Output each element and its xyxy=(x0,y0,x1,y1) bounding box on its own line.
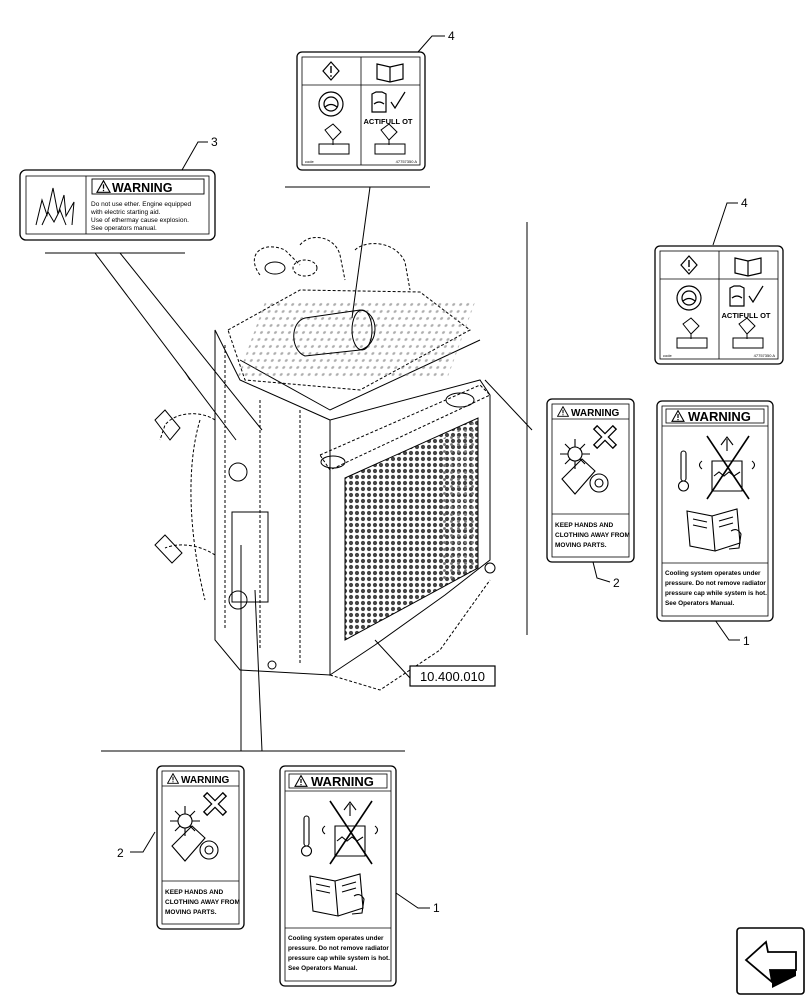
fan-line-3: MOVING PARTS. xyxy=(555,542,607,549)
fan-line-3: MOVING PARTS. xyxy=(165,909,217,916)
warning-diamond-icon xyxy=(680,255,698,275)
coolant-right-line-2: pressure. Do not remove radiator xyxy=(665,580,766,587)
manual-reading-icon xyxy=(686,508,742,552)
coolant-gauge-icon xyxy=(676,285,702,311)
callout-1-right: 1 xyxy=(743,634,750,648)
warning-diamond-icon xyxy=(322,61,340,81)
warning-title: WARNING xyxy=(181,775,230,786)
decal-actifull-right: ACTIFULL OT code 47757350 A xyxy=(654,245,784,365)
hot-coolant-icon xyxy=(677,435,756,500)
ether-line-2: with electric starting aid. xyxy=(90,209,161,216)
fan-hand-icon xyxy=(170,791,228,862)
hot-coolant-icon xyxy=(300,800,379,865)
coolant-tank-check-icon xyxy=(371,91,406,113)
ether-line-4: See operators manual. xyxy=(91,225,157,232)
warning-title: WARNING xyxy=(688,409,751,424)
decal-actifull-top: ACTIFULL OT code 47757350 A xyxy=(296,51,426,171)
callout-2-left: 2 xyxy=(117,846,124,860)
coolant-left-line-4: See Operators Manual. xyxy=(288,965,357,972)
decal-coolant-warning-right: WARNING Cooling system operates under pr… xyxy=(656,400,774,622)
part-number: 47757350 A xyxy=(754,353,776,358)
callout-4-top: 4 xyxy=(448,29,455,43)
manual-book-icon xyxy=(734,257,762,277)
coolant-jug-icon xyxy=(318,123,406,155)
code-label: code xyxy=(663,353,672,358)
navigation-arrow-icon[interactable] xyxy=(736,927,805,995)
reference-box[interactable]: 10.400.010 xyxy=(409,665,496,687)
actifull-product-label: ACTIFULL OT xyxy=(363,117,412,126)
decal-fan-warning-right: WARNING KEEP HANDS AND CLOTHING AWAY FRO… xyxy=(546,398,635,563)
leader-lines xyxy=(45,35,740,909)
coolant-jug-icon xyxy=(676,317,764,349)
callout-1-left: 1 xyxy=(433,901,440,915)
explosion-icon xyxy=(35,187,75,226)
callout-3: 3 xyxy=(211,135,218,149)
fan-line-1: KEEP HANDS AND xyxy=(555,522,613,529)
fan-line-2: CLOTHING AWAY FROM xyxy=(165,899,240,906)
radiator-assembly xyxy=(154,236,496,691)
fan-hand-icon xyxy=(560,422,619,495)
warning-title: WARNING xyxy=(571,408,620,419)
coolant-right-line-4: See Operators Manual. xyxy=(665,600,734,607)
part-number: 47757350 A xyxy=(396,159,418,164)
warning-title: WARNING xyxy=(311,774,374,789)
manual-reading-icon xyxy=(309,873,365,917)
decal-fan-warning-left: WARNING KEEP HANDS AND CLOTHING AWAY FRO… xyxy=(156,765,245,930)
coolant-gauge-icon xyxy=(318,91,344,117)
code-label: code xyxy=(305,159,314,164)
coolant-left-line-1: Cooling system operates under xyxy=(288,935,384,942)
manual-book-icon xyxy=(376,63,404,83)
reference-box-label: 10.400.010 xyxy=(420,669,485,684)
coolant-right-line-3: pressure cap while system is hot. xyxy=(665,590,767,597)
coolant-left-line-2: pressure. Do not remove radiator xyxy=(288,945,389,952)
coolant-right-line-1: Cooling system operates under xyxy=(665,570,761,577)
actifull-product-label: ACTIFULL OT xyxy=(721,311,770,320)
coolant-tank-check-icon xyxy=(729,285,764,307)
fan-line-1: KEEP HANDS AND xyxy=(165,889,223,896)
callouts: 4 3 4 2 1 2 1 xyxy=(117,29,750,915)
ether-line-3: Use of ethermay cause explosion. xyxy=(91,217,189,224)
callout-2-right: 2 xyxy=(613,576,620,590)
decal-coolant-warning-left: WARNING Cooling system operates under pr… xyxy=(279,765,397,987)
ether-line-1: Do not use ether. Engine equipped xyxy=(91,201,191,208)
callout-4-right: 4 xyxy=(741,196,748,210)
warning-title: WARNING xyxy=(112,181,172,195)
coolant-left-line-3: pressure cap while system is hot. xyxy=(288,955,390,962)
fan-line-2: CLOTHING AWAY FROM xyxy=(555,532,630,539)
decal-ether-warning: WARNING Do not use ether. Engine equippe… xyxy=(19,169,216,241)
